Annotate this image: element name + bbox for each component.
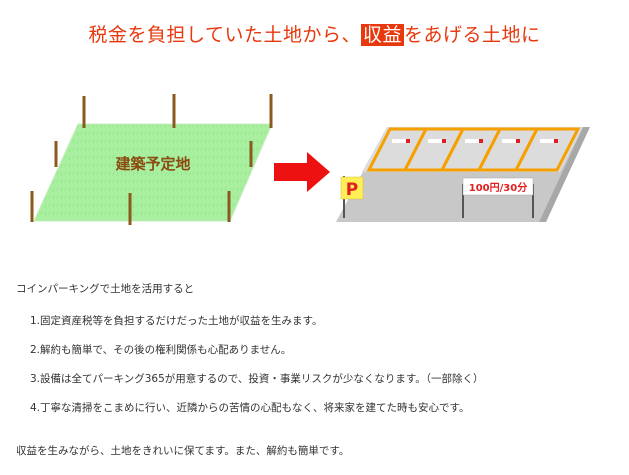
closing-text: 収益を生みながら、土地をきれいに保てます。また、解約も簡単です。 — [16, 445, 350, 457]
list-item: 2.解約も簡単で、その後の権利関係も心配ありません。 — [30, 344, 292, 356]
lock-plate — [465, 139, 483, 143]
parking-sign — [340, 176, 364, 200]
list-item: 4.丁寧な清掃をこまめに行い、近隣からの苦情の心配もなく、将来家を建てた時も安心… — [30, 402, 470, 414]
list-item: 1.固定資産税等を負担するだけだった土地が収益を生みます。 — [30, 315, 323, 327]
land-use-illustration: 建築予定地 P 10 — [30, 94, 590, 225]
list-item: 3.設備は全てパーキング365が用意するので、投資・事業リスクが少なくなります。… — [30, 373, 484, 385]
headline-text: 税金を負担していた土地から、 — [88, 24, 361, 46]
benefits-list: 1.固定資産税等を負担するだけだった土地が収益を生みます。 2.解約も簡単で、そ… — [30, 314, 484, 430]
parking-lot-top — [362, 127, 583, 172]
headline-text-end: をあげる土地に — [403, 24, 541, 46]
intro-text: コインパーキングで土地を活用すると — [16, 283, 195, 295]
parking-stalls — [366, 127, 581, 172]
lock-plate — [502, 139, 520, 143]
lock-indicator — [442, 139, 446, 143]
land-label: 建築予定地 — [115, 155, 190, 173]
parking-stall — [513, 127, 581, 172]
price-sign — [462, 177, 534, 196]
building-land: 建築予定地 — [30, 94, 273, 225]
lock-plate — [540, 139, 558, 143]
price-sign-label: 100円/30分 — [469, 181, 527, 194]
transform-arrow-icon — [274, 152, 330, 192]
lock-indicator — [479, 139, 483, 143]
lock-indicator — [554, 139, 558, 143]
headline: 税金を負担していた土地から、収益をあげる土地に — [0, 20, 629, 47]
lock-indicator — [406, 139, 410, 143]
headline-highlight: 収益 — [360, 24, 404, 46]
parking-lot-edge — [539, 127, 590, 222]
lock-indicator — [516, 139, 520, 143]
coin-parking-lot: P 100円/30分 — [336, 127, 590, 222]
lock-plate — [428, 139, 446, 143]
lock-plate — [392, 139, 410, 143]
parking-sign-label: P — [346, 180, 358, 200]
